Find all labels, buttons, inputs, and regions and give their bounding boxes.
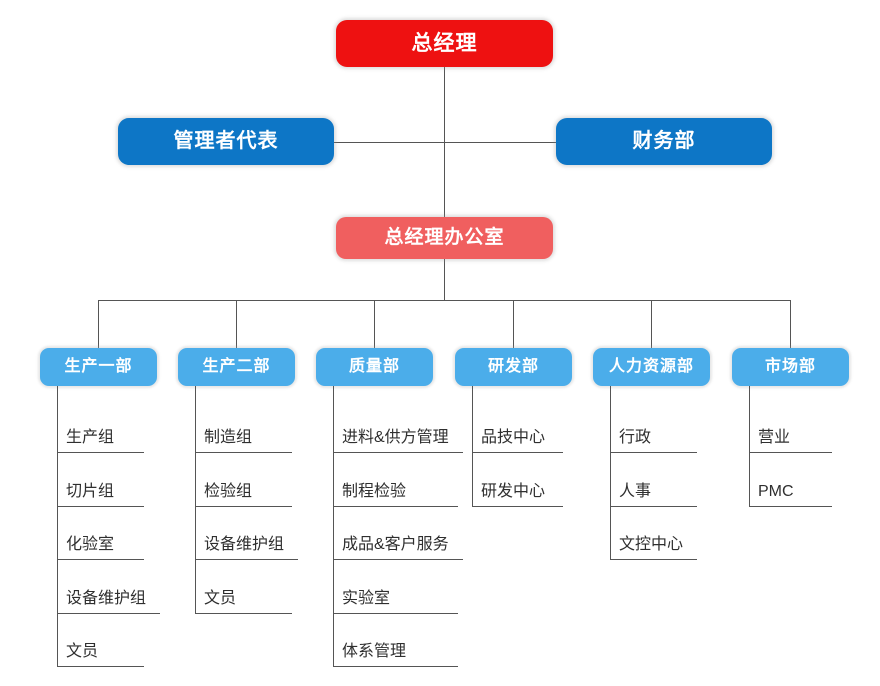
sub-unit: 实验室 <box>334 560 458 614</box>
dept-column: 生产一部生产组切片组化验室设备维护组文员 <box>40 348 161 667</box>
sub-unit: 研发中心 <box>473 453 563 507</box>
sub-unit-label: 制程检验 <box>342 482 407 500</box>
connector-line <box>513 300 514 348</box>
sub-unit-label: 人事 <box>619 482 652 500</box>
node-department: 生产二部 <box>178 348 295 386</box>
connector-line <box>651 300 652 348</box>
sub-unit-label: 营业 <box>758 429 791 446</box>
dept-sub-unit-list: 品技中心研发中心 <box>472 386 563 507</box>
connector-line <box>444 259 445 300</box>
dept-column: 研发部品技中心研发中心 <box>455 348 572 507</box>
sub-unit-label: 制造组 <box>204 429 253 446</box>
dept-sub-unit-list: 营业 PMC <box>749 386 832 507</box>
dept-column: 市场部营业 PMC <box>732 348 849 507</box>
sub-unit: 制程检验 <box>334 453 458 507</box>
connector-line <box>790 300 791 348</box>
sub-unit-label: 文员 <box>204 589 237 607</box>
node-department: 质量部 <box>316 348 433 386</box>
node-general-manager: 总经理 <box>336 20 553 67</box>
dept-sub-unit-list: 制造组检验组设备维护组文员 <box>195 386 299 614</box>
dept-column: 质量部进料&供方管理制程检验成品&客户服务实验室体系管理 <box>316 348 463 667</box>
sub-unit-label: 设备维护组 <box>66 589 147 607</box>
sub-unit: 制造组 <box>196 386 292 453</box>
connector-line <box>98 300 99 348</box>
sub-unit: 营业 <box>750 386 832 453</box>
sub-unit-label: 生产组 <box>66 429 115 446</box>
dept-sub-unit-list: 生产组切片组化验室设备维护组文员 <box>57 386 161 667</box>
sub-unit-label: 体系管理 <box>342 643 407 660</box>
sub-unit-label: 实验室 <box>342 589 391 607</box>
sub-unit: 设备维护组 <box>58 560 161 614</box>
sub-unit-label: 化验室 <box>66 536 115 553</box>
sub-unit: PMC <box>750 453 832 507</box>
sub-unit-label: 进料&供方管理 <box>342 429 449 446</box>
node-department: 市场部 <box>732 348 849 386</box>
sub-unit-label: 检验组 <box>204 482 253 500</box>
node-department: 生产一部 <box>40 348 157 386</box>
connector-line <box>334 142 556 143</box>
sub-unit: 人事 <box>611 453 697 507</box>
sub-unit: 设备维护组 <box>196 507 299 560</box>
node-finance-dept: 财务部 <box>556 118 772 165</box>
sub-unit-label: 研发中心 <box>481 482 546 500</box>
sub-unit: 检验组 <box>196 453 292 507</box>
sub-unit: 品技中心 <box>473 386 563 453</box>
sub-unit-label: 成品&客户服务 <box>342 536 449 553</box>
connector-line <box>236 300 237 348</box>
sub-unit: 体系管理 <box>334 614 458 667</box>
dept-sub-unit-list: 进料&供方管理制程检验成品&客户服务实验室体系管理 <box>333 386 463 667</box>
dept-sub-unit-list: 行政人事文控中心 <box>610 386 698 560</box>
sub-unit: 文员 <box>58 614 144 667</box>
sub-unit-label: 文控中心 <box>619 536 684 553</box>
sub-unit-label: 行政 <box>619 429 652 446</box>
connector-line <box>98 300 791 301</box>
sub-unit: 切片组 <box>58 453 144 507</box>
sub-unit: 进料&供方管理 <box>334 386 463 453</box>
sub-unit: 化验室 <box>58 507 144 560</box>
dept-column: 人力资源部行政人事文控中心 <box>593 348 710 560</box>
node-management-representative: 管理者代表 <box>118 118 334 165</box>
sub-unit-label: 切片组 <box>66 482 115 500</box>
sub-unit: 生产组 <box>58 386 144 453</box>
node-department: 研发部 <box>455 348 572 386</box>
sub-unit: 成品&客户服务 <box>334 507 463 560</box>
sub-unit: 行政 <box>611 386 697 453</box>
sub-unit-label: PMC <box>758 482 794 500</box>
dept-column: 生产二部制造组检验组设备维护组文员 <box>178 348 299 614</box>
node-department: 人力资源部 <box>593 348 710 386</box>
sub-unit: 文员 <box>196 560 292 614</box>
connector-line <box>374 300 375 348</box>
sub-unit-label: 文员 <box>66 643 99 660</box>
sub-unit-label: 设备维护组 <box>204 536 285 553</box>
sub-unit-label: 品技中心 <box>481 429 546 446</box>
node-gm-office: 总经理办公室 <box>336 217 553 259</box>
sub-unit: 文控中心 <box>611 507 698 560</box>
